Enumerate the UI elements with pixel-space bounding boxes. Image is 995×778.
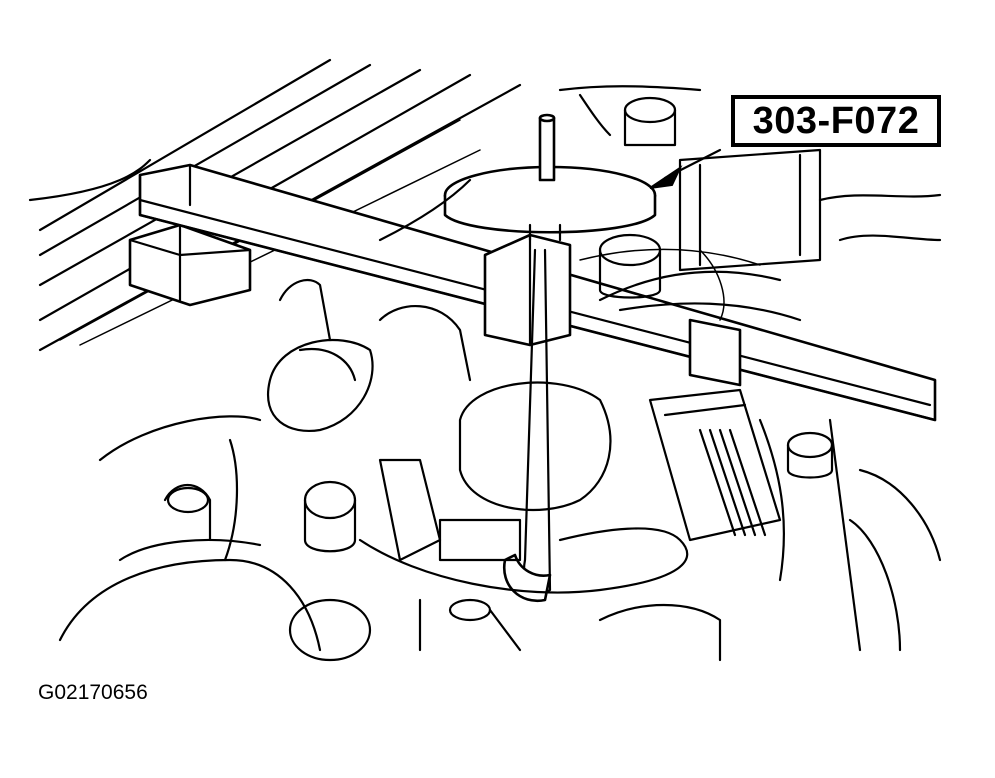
tool-number-text: 303-F072 <box>752 99 920 142</box>
callout-arrow <box>649 148 722 189</box>
tool-vertical-slide <box>483 233 572 603</box>
background-lines <box>378 85 802 322</box>
engine-right-components <box>598 148 942 662</box>
figure-id-text: G02170656 <box>38 681 148 704</box>
engine-center-components <box>358 96 689 652</box>
t-handle-knob <box>443 113 657 242</box>
engine-left-components <box>58 278 374 662</box>
tool-callout-label: 303-F072 <box>731 95 941 147</box>
